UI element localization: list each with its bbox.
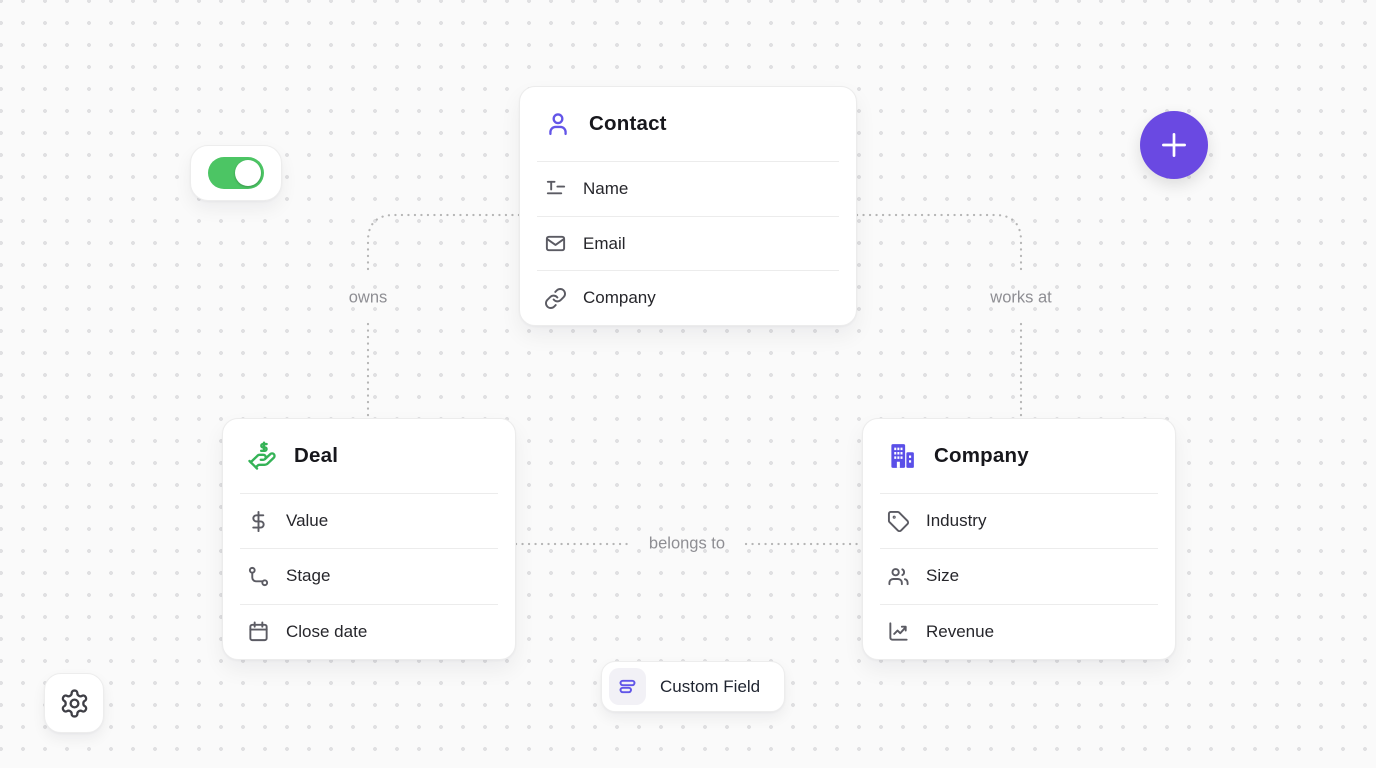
custom-field-chip[interactable]: Custom Field <box>601 661 786 712</box>
field-label: Stage <box>286 566 331 586</box>
rows-icon <box>609 668 646 705</box>
tag-icon <box>887 510 910 533</box>
add-button[interactable] <box>1140 111 1208 179</box>
entity-card-company[interactable]: Company Industry Size Revenue <box>862 418 1176 660</box>
entity-card-contact[interactable]: Contact Name Email Company <box>519 86 857 326</box>
field-label: Size <box>926 566 960 586</box>
card-title: Company <box>934 444 1029 467</box>
text-icon <box>544 177 567 200</box>
field-row-size[interactable]: Size <box>880 548 1158 603</box>
hand-dollar-icon <box>247 441 277 471</box>
toggle-card <box>190 145 282 201</box>
settings-button[interactable] <box>44 673 104 733</box>
card-title: Contact <box>589 112 667 135</box>
entity-card-deal[interactable]: Deal Value Stage Close date <box>222 418 516 660</box>
field-row-revenue[interactable]: Revenue <box>880 603 1158 659</box>
field-label: Name <box>583 178 629 198</box>
chart-line-icon <box>887 620 910 643</box>
company-card-header: Company <box>863 419 1175 493</box>
user-icon <box>544 110 572 138</box>
field-row-value[interactable]: Value <box>240 493 498 548</box>
calendar-icon <box>247 620 270 643</box>
card-title: Deal <box>294 444 339 467</box>
deal-field-list: Value Stage Close date <box>223 493 515 659</box>
users-icon <box>887 565 910 588</box>
field-label: Email <box>583 233 626 253</box>
link-icon <box>544 287 567 310</box>
gear-icon <box>59 688 90 719</box>
connection-label-owns: owns <box>348 288 388 307</box>
field-label: Revenue <box>926 621 995 641</box>
field-label: Company <box>583 288 656 308</box>
field-label: Industry <box>926 511 987 531</box>
field-row-name[interactable]: Name <box>537 161 839 216</box>
mail-icon <box>544 232 567 255</box>
dollar-icon <box>247 510 270 533</box>
building-icon <box>887 441 917 471</box>
field-row-stage[interactable]: Stage <box>240 548 498 603</box>
field-row-industry[interactable]: Industry <box>880 493 1158 548</box>
plus-icon <box>1157 128 1191 162</box>
company-field-list: Industry Size Revenue <box>863 493 1175 659</box>
toggle-switch[interactable] <box>208 157 264 189</box>
connector-works-at-a <box>855 213 1023 274</box>
contact-card-header: Contact <box>520 87 856 161</box>
deal-card-header: Deal <box>223 419 515 493</box>
connection-label-works-at: works at <box>990 288 1052 307</box>
field-label: Close date <box>286 621 368 641</box>
contact-field-list: Name Email Company <box>520 161 856 325</box>
route-icon <box>247 565 270 588</box>
chip-label: Custom Field <box>660 676 761 696</box>
field-row-email[interactable]: Email <box>537 215 839 271</box>
connection-label-belongs-to: belongs to <box>648 534 726 553</box>
field-row-company[interactable]: Company <box>537 270 839 325</box>
connector-owns-a <box>366 213 521 274</box>
field-label: Value <box>286 511 329 531</box>
field-row-close-date[interactable]: Close date <box>240 603 498 659</box>
toggle-knob <box>235 160 261 186</box>
